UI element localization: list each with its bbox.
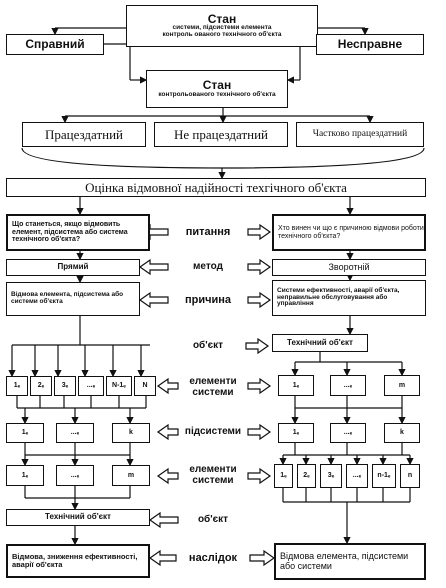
left-system-1-label: 1ₑ — [21, 471, 29, 479]
left-element-2-label: 2ₑ — [37, 382, 45, 390]
second-state-title: Стан — [202, 78, 232, 93]
operable-label: Працездатний — [44, 126, 124, 142]
right-system-2: ...ₑ — [330, 375, 366, 396]
method-left-box: Прямий — [6, 259, 140, 276]
assessment-title: Оцінка відмовної надійності техгічного о… — [85, 179, 347, 195]
right-system-1: 1ₑ — [278, 375, 314, 396]
left-element-1: 1ₑ — [6, 376, 28, 396]
inoperable-box: Не працездатний — [154, 122, 288, 147]
right-subsystem-3: k — [384, 423, 420, 443]
top-state-box: Стан системи, підсистеми елемента контро… — [126, 5, 318, 47]
left-subsystem-2: ...ₑ — [56, 423, 94, 443]
left-system-3-label: m — [127, 471, 135, 479]
inoperable-label: Не працездатний — [173, 126, 269, 142]
top-state-subtitle-2: контроль ованого технічного об'єкта — [162, 31, 282, 39]
second-state-box: Стан контрольованого технічного об'єкта — [146, 70, 288, 108]
cause-left-box: Відмова елемента, підсистема або системи… — [6, 282, 140, 316]
left-element-5-label: N-1ₑ — [112, 382, 126, 390]
label-elements-system: елементи системи — [189, 375, 237, 399]
consequence-left-box: Відмова, зниження ефективності, аварії о… — [6, 544, 150, 578]
right-element-3: 3ₑ — [320, 464, 342, 488]
right-element-3-label: 3ₑ — [327, 472, 335, 480]
left-subsystem-3: k — [112, 423, 150, 443]
right-subsystem-2: ...ₑ — [330, 423, 366, 443]
left-element-2: 2ₑ — [30, 376, 52, 396]
left-element-1-label: 1ₑ — [13, 382, 21, 390]
right-element-6: n — [400, 464, 420, 488]
left-element-5: N-1ₑ — [106, 376, 132, 396]
right-element-4-label: ...ₑ — [352, 472, 362, 480]
right-element-5: n-1ₑ — [372, 464, 396, 488]
right-subsystem-1-label: 1ₑ — [292, 429, 300, 437]
right-subsystem-1: 1ₑ — [278, 423, 314, 443]
right-element-6-label: n — [407, 472, 413, 480]
object-right-text: Технічний об'єкт — [287, 337, 353, 347]
method-left-text: Прямий — [57, 262, 89, 272]
left-system-1: 1ₑ — [6, 465, 44, 486]
method-right-text: Зворотній — [328, 261, 370, 272]
consequence-right-text: Відмова елемента, підсистеми або системи — [280, 551, 409, 571]
left-element-4: ...ₑ — [78, 376, 104, 396]
label-consequence: наслідок — [188, 551, 238, 564]
right-subsystem-2-label: ...ₑ — [343, 429, 353, 437]
serviceable-box: Справний — [6, 34, 104, 55]
object-right-box: Технічний об'єкт — [272, 334, 368, 352]
question-right-text: Хто винен чи що є причиною відмови робот… — [278, 225, 424, 240]
consequence-right-box: Відмова елемента, підсистеми або системи — [274, 543, 426, 580]
object-left-text: Технічний об'єкт — [45, 512, 111, 522]
left-subsystem-3-label: k — [129, 429, 133, 437]
label-object-2: об'єкт — [197, 514, 229, 526]
left-subsystem-1: 1ₑ — [6, 423, 44, 443]
serviceable-label: Справний — [25, 37, 85, 52]
right-system-3-label: m — [398, 381, 406, 389]
label-cause: причина — [184, 293, 232, 306]
right-element-1-label: 1ₑ — [280, 472, 287, 480]
consequence-left-text: Відмова, зниження ефективності, аварії о… — [12, 552, 138, 569]
top-state-title: Стан — [207, 11, 237, 26]
right-subsystem-3-label: k — [400, 429, 404, 437]
cause-right-text: Системи ефективності, аварії об'єкта, не… — [277, 286, 400, 308]
top-state-subtitle-1: системи, підсистеми елемента — [172, 24, 272, 32]
left-element-3: 3ₑ — [54, 376, 76, 396]
label-elements-system-2: елементи системи — [189, 463, 237, 487]
left-element-3-label: 3ₑ — [61, 382, 69, 390]
right-element-1: 1ₑ — [274, 464, 293, 488]
partially-operable-box: Частково працездатний — [296, 122, 424, 147]
left-subsystem-1-label: 1ₑ — [21, 429, 29, 437]
faulty-label: Несправне — [337, 37, 403, 52]
assessment-box: Оцінка відмовної надійності техгічного о… — [6, 178, 426, 197]
right-element-5-label: n-1ₑ — [377, 472, 391, 480]
label-method: метод — [193, 261, 223, 273]
faulty-box: Несправне — [316, 34, 424, 55]
object-left-box: Технічний об'єкт — [6, 509, 150, 526]
right-element-4: ...ₑ — [346, 464, 368, 488]
operable-box: Працездатний — [22, 122, 146, 147]
label-subsystems: підсистеми — [184, 426, 242, 438]
left-system-2: ...ₑ — [56, 465, 94, 486]
right-element-2: 2ₑ — [297, 464, 316, 488]
left-system-3: m — [112, 465, 150, 486]
cause-right-box: Системи ефективності, аварії об'єкта, не… — [272, 280, 426, 316]
left-element-4-label: ...ₑ — [86, 382, 96, 390]
left-subsystem-2-label: ...ₑ — [70, 429, 80, 437]
question-left-box: Що станеться, якщо відмовить елемент, пі… — [6, 214, 150, 251]
method-right-box: Зворотній — [272, 259, 426, 276]
label-object: об'єкт — [192, 340, 224, 352]
left-element-6-label: N — [142, 382, 148, 390]
second-state-subtitle: контрольованого технічного об'єкта — [158, 90, 276, 98]
right-system-2-label: ...ₑ — [343, 381, 353, 389]
cause-left-text: Відмова елемента, підсистема або системи… — [11, 291, 124, 305]
question-right-box: Хто винен чи що є причиною відмови робот… — [272, 214, 426, 251]
right-element-2-label: 2ₑ — [303, 472, 310, 480]
right-system-1-label: 1ₑ — [292, 381, 300, 389]
left-system-2-label: ...ₑ — [70, 471, 80, 479]
left-element-6: N — [134, 376, 156, 396]
right-system-3: m — [384, 375, 420, 396]
label-question: питання — [185, 225, 231, 238]
question-left-text: Що станеться, якщо відмовить елемент, пі… — [12, 221, 128, 244]
partially-operable-label: Частково працездатний — [312, 128, 408, 139]
